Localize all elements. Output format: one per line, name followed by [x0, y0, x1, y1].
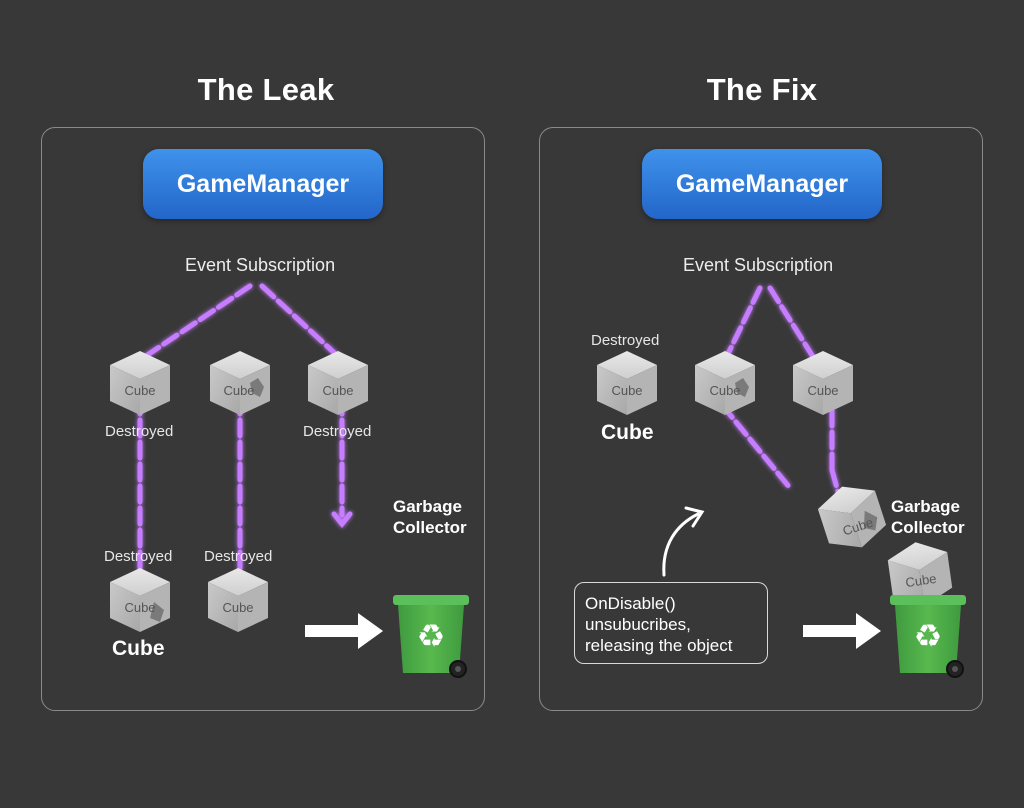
leak-destroyed-label-4: Destroyed [204, 548, 273, 565]
fix-arrow [803, 613, 881, 649]
leak-cube-4 [110, 568, 170, 632]
fix-trash-bin [889, 594, 967, 678]
leak-destroyed-label-2: Destroyed [303, 423, 372, 440]
note-line-2: unsubucribes, [585, 615, 691, 634]
fix-cube-1-text: Cube [611, 383, 642, 398]
leak-cube-5-text: Cube [222, 600, 253, 615]
leak-garbage-collector-label: Garbage Collector [393, 497, 467, 537]
leak-cube-caption: Cube [112, 637, 165, 660]
leak-title: The Leak [197, 72, 335, 107]
fix-destroyed-label: Destroyed [591, 332, 660, 349]
leak-cube-2 [210, 351, 270, 415]
leak-destroyed-label-1: Destroyed [105, 423, 174, 440]
leak-cube-2-text: Cube [223, 383, 254, 398]
fix-cube-2 [695, 351, 755, 415]
fix-cube-caption: Cube [601, 421, 654, 444]
fix-gamemanager-box: GameManager [642, 149, 882, 219]
fix-title: The Fix [706, 72, 818, 107]
leak-destroyed-label-3: Destroyed [104, 548, 173, 565]
leak-cube-1-text: Cube [124, 383, 155, 398]
ondisable-note-box: OnDisable() unsubucribes, releasing the … [574, 582, 768, 664]
note-line-3: releasing the object [585, 636, 733, 655]
fix-curved-arrow [662, 506, 705, 577]
fix-cube-falling [813, 477, 891, 557]
fix-cube-3-text: Cube [807, 383, 838, 398]
leak-event-label: Event Subscription [185, 255, 336, 275]
fix-garbage-collector-label: Garbage Collector [891, 497, 965, 537]
leak-arrow [305, 613, 383, 649]
fix-cube-2-text: Cube [709, 383, 740, 398]
note-line-1: OnDisable() [585, 594, 676, 613]
fix-cube-bin-text: Cube [904, 571, 937, 590]
leak-cube-4-text: Cube [124, 600, 155, 615]
leak-cube-3-text: Cube [322, 383, 353, 398]
leak-gamemanager-box: GameManager [143, 149, 383, 219]
fix-panel [539, 127, 983, 711]
fix-event-label: Event Subscription [683, 255, 834, 275]
fix-chains [719, 285, 841, 495]
leak-chains [137, 283, 353, 581]
leak-trash-bin [392, 594, 470, 678]
leak-panel [41, 127, 485, 711]
